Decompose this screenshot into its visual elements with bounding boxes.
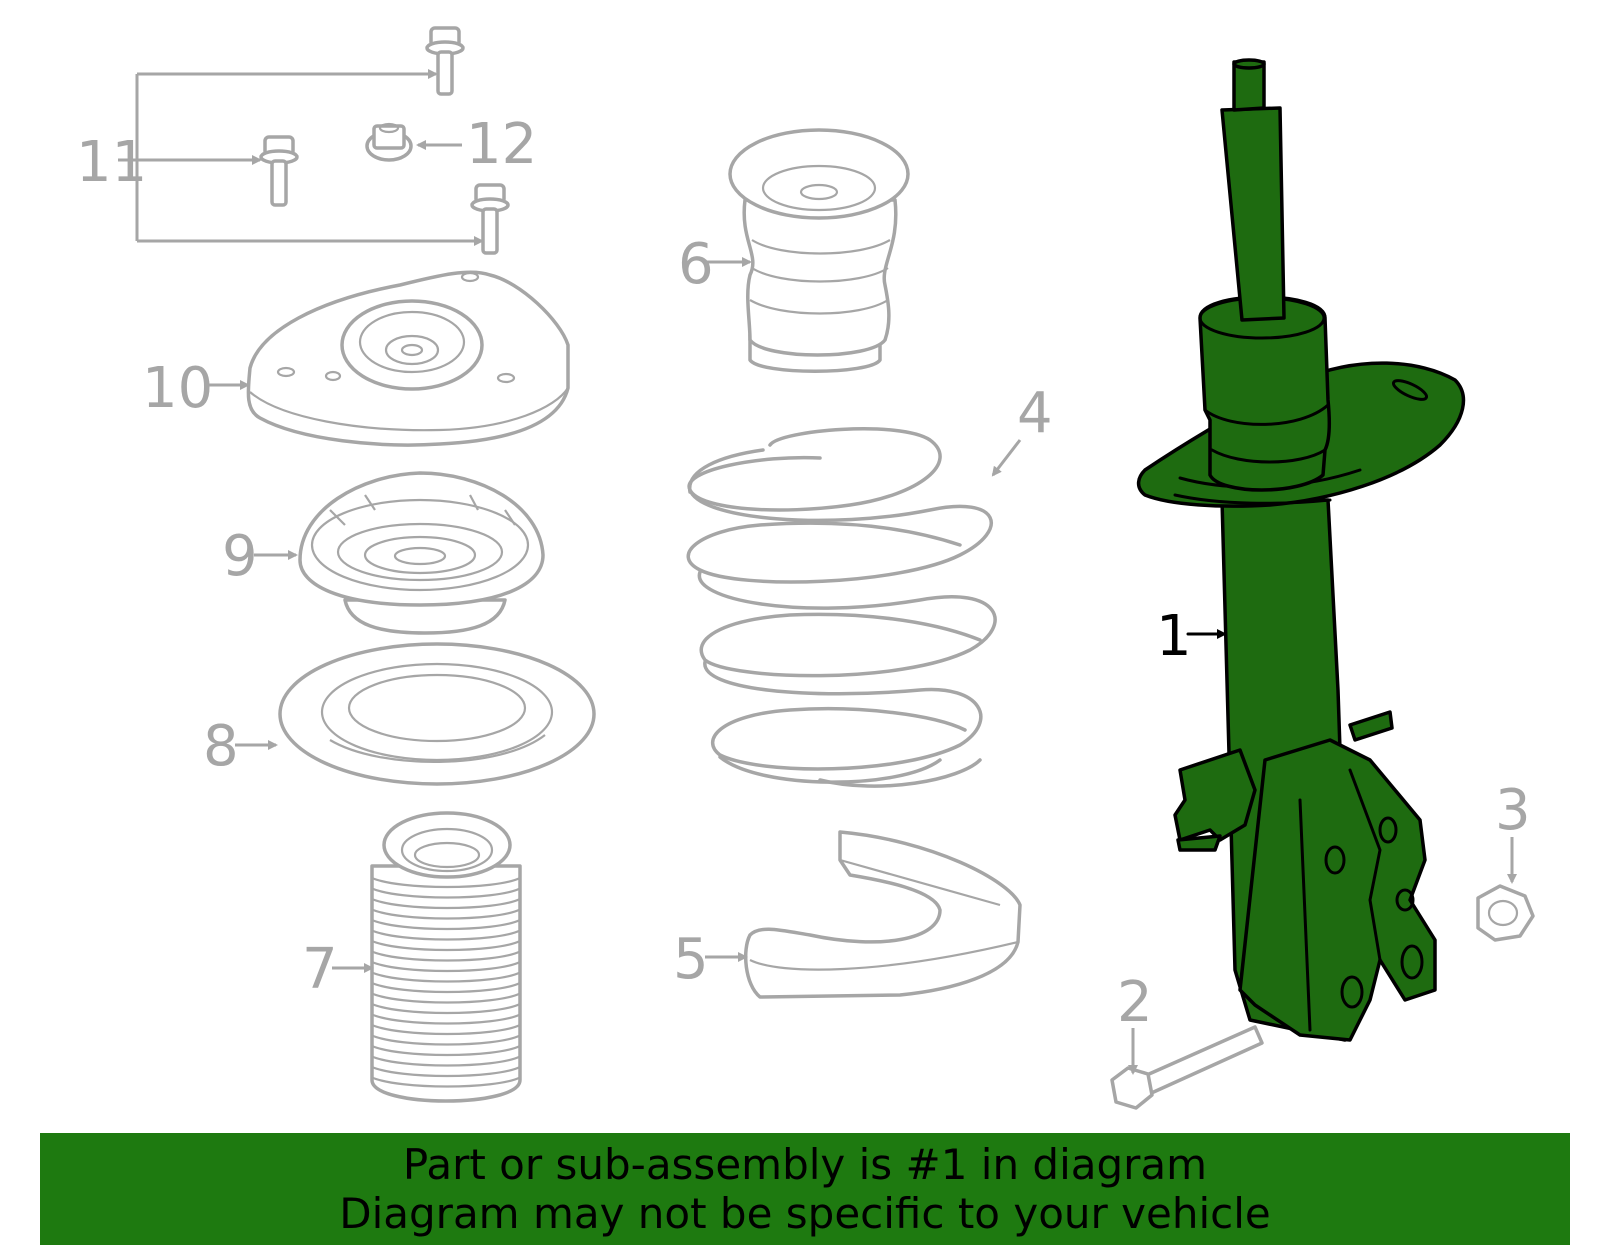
part-11-bolts: 11: [76, 26, 510, 255]
part-8-isolator: 8: [203, 642, 596, 786]
callout-5: 5: [673, 927, 709, 992]
part-1-strut-assembly: 1: [1136, 58, 1466, 1042]
part-5-spring-seat: 5: [673, 830, 1022, 999]
callout-6: 6: [678, 232, 714, 297]
banner-line-1: Part or sub-assembly is #1 in diagram: [402, 1140, 1208, 1189]
callout-2: 2: [1117, 970, 1153, 1035]
callout-3: 3: [1495, 778, 1531, 843]
callout-11: 11: [76, 130, 147, 195]
callout-1: 1: [1156, 604, 1192, 669]
part-4-coil-spring: 4: [686, 381, 1053, 788]
part-9-bearing: 9: [222, 471, 545, 635]
banner-line-2: Diagram may not be specific to your vehi…: [339, 1189, 1271, 1238]
part-2-bolt: 2: [1110, 970, 1264, 1110]
callout-7: 7: [302, 937, 338, 1002]
callout-12: 12: [466, 112, 537, 177]
part-12-nut: 12: [365, 112, 537, 177]
part-10-upper-mount: 10: [142, 270, 570, 447]
callout-4: 4: [1017, 381, 1053, 446]
callout-9: 9: [222, 524, 258, 589]
part-7-dust-boot: 7: [302, 811, 522, 1103]
part-3-nut: 3: [1476, 778, 1535, 942]
callout-8: 8: [203, 714, 239, 779]
part-6-jounce-bumper: 6: [678, 128, 910, 373]
info-banner: Part or sub-assembly is #1 in diagram Di…: [40, 1133, 1570, 1245]
callout-10: 10: [142, 356, 213, 421]
